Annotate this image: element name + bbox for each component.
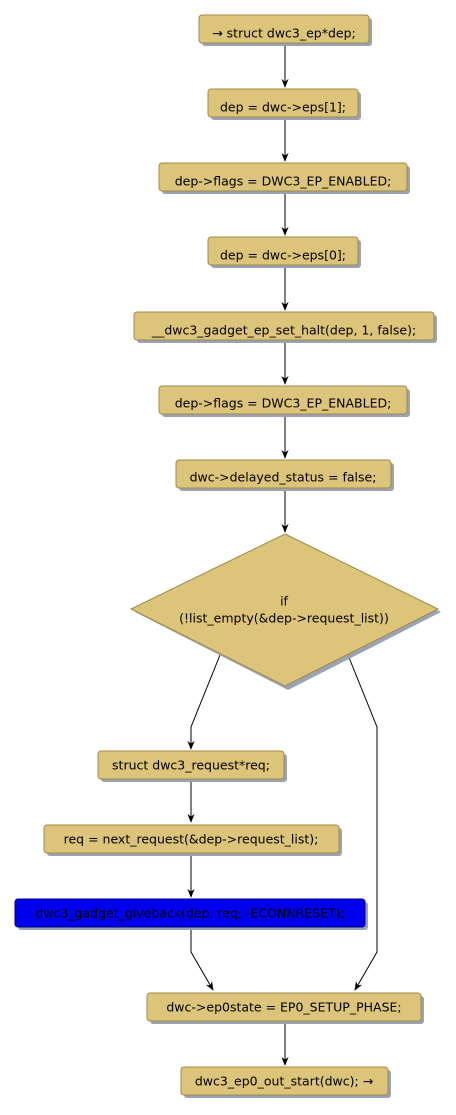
- edge-decision-false: [347, 654, 378, 991]
- edges: [187, 45, 378, 1066]
- decision-line-condition: (!list_empty(&dep->request_list)): [179, 611, 389, 626]
- node-dep-eps1: dep = dwc->eps[1];: [207, 88, 361, 120]
- node-dep-eps0-label: dep = dwc->eps[0];: [220, 248, 346, 263]
- node-declare-dep-label: → struct dwc3_ep*dep;: [212, 26, 356, 41]
- node-delayed-status-label: dwc->delayed_status = false;: [190, 470, 377, 485]
- node-next-request: req = next_request(&dep->request_list);: [43, 824, 342, 856]
- node-flags-enabled-1: dep->flags = DWC3_EP_ENABLED;: [158, 162, 410, 194]
- node-ep0-out-start: dwc3_ep0_out_start(dwc); →: [180, 1066, 391, 1098]
- node-ep0-out-start-label: dwc3_ep0_out_start(dwc); →: [195, 1074, 373, 1089]
- node-next-request-label: req = next_request(&dep->request_list);: [64, 832, 319, 847]
- node-set-halt-label: __dwc3_gadget_ep_set_halt(dep, 1, false)…: [151, 323, 416, 338]
- node-ep0state-label: dwc->ep0state = EP0_SETUP_PHASE;: [166, 1000, 401, 1015]
- edge-n9-n10: [190, 929, 214, 991]
- node-flags-enabled-2-label: dep->flags = DWC3_EP_ENABLED;: [175, 396, 392, 411]
- node-flags-enabled-1-label: dep->flags = DWC3_EP_ENABLED;: [175, 174, 392, 189]
- edge-decision-true: [187, 654, 221, 750]
- node-giveback-label: dwc3_gadget_giveback(dep, req, -ECONNRES…: [35, 906, 344, 921]
- node-flags-enabled-2: dep->flags = DWC3_EP_ENABLED;: [158, 385, 410, 417]
- node-declare-dep: → struct dwc3_ep*dep;: [198, 14, 372, 46]
- node-dep-eps0: dep = dwc->eps[0];: [207, 236, 361, 268]
- decision-line-if: if: [280, 594, 288, 609]
- node-giveback-highlighted: dwc3_gadget_giveback(dep, req, -ECONNRES…: [14, 898, 368, 930]
- node-declare-req: struct dwc3_request*req;: [97, 750, 287, 782]
- node-delayed-status: dwc->delayed_status = false;: [175, 459, 394, 491]
- node-set-halt: __dwc3_gadget_ep_set_halt(dep, 1, false)…: [133, 311, 437, 343]
- node-declare-req-label: struct dwc3_request*req;: [112, 758, 270, 773]
- nodes: → struct dwc3_ep*dep; dep = dwc->eps[1];…: [14, 14, 441, 1098]
- node-dep-eps1-label: dep = dwc->eps[1];: [220, 100, 346, 115]
- node-ep0state: dwc->ep0state = EP0_SETUP_PHASE;: [146, 992, 424, 1024]
- decision-list-empty: if (!list_empty(&dep->request_list)): [129, 533, 441, 690]
